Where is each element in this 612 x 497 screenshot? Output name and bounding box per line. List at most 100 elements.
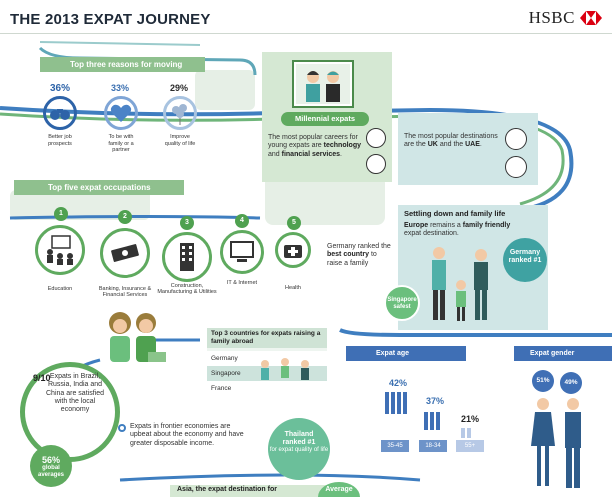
age-3-candles	[461, 428, 471, 438]
reason-2-label: To be with family or a partner	[108, 134, 134, 153]
dest-text-pre: The most popular destinations are the	[404, 133, 498, 149]
occupations-heading: Top five expat occupations	[14, 180, 184, 195]
germany-text-post: to raise a family	[327, 251, 377, 267]
occupation-3-number: 3	[180, 216, 194, 230]
candle	[436, 412, 440, 430]
occupation-5-circle	[275, 232, 311, 268]
brand-name: HSBC	[528, 8, 575, 27]
dest-text-uk: UK	[427, 141, 438, 149]
country-row-3: France	[207, 381, 327, 396]
age-1-range: 35-45	[381, 440, 409, 452]
candle	[424, 412, 428, 430]
satisfaction-circle	[20, 362, 120, 462]
reason-3-label: Improve quality of life	[164, 134, 196, 147]
destinations-text: The most popular destinations are the UK…	[404, 133, 504, 150]
thailand-line1: Thailand	[284, 431, 314, 438]
male-pct: 49%	[560, 372, 582, 394]
occupation-2-label: Banking, Insurance & Financial Services	[98, 286, 152, 299]
money-icon	[111, 244, 139, 262]
occupation-4-number: 4	[235, 214, 249, 228]
age-2-pct: 37%	[426, 396, 445, 406]
millennial-text-tech: technology	[323, 142, 361, 150]
singapore-badge-line2: safest	[393, 304, 411, 310]
millennial-text-finance: financial services	[281, 150, 340, 158]
banknote-icon	[366, 154, 386, 174]
candle	[391, 392, 395, 414]
heart-icon	[110, 104, 132, 122]
candle	[430, 412, 434, 430]
female-pct: 51%	[532, 370, 554, 392]
age-3-range: 55+	[456, 440, 484, 452]
asia-panel	[170, 485, 340, 497]
germany-family-text: Germany ranked the best country to raise…	[327, 243, 393, 268]
occupation-3-circle	[162, 232, 212, 282]
settling-text: Europe remains a family friendly expat d…	[404, 222, 514, 239]
reason-3-circle	[163, 96, 197, 130]
global-average-badge: 56% global averages	[30, 445, 72, 487]
reason-1-circle	[43, 96, 77, 130]
germany-badge-line2: ranked #1	[508, 257, 542, 264]
occupation-1-label: Education	[47, 286, 73, 292]
occupation-4-label: IT & Internet	[226, 280, 258, 286]
satisfaction-ratio: 9/10	[33, 373, 51, 383]
settling-title: Settling down and family life	[404, 209, 506, 218]
germany-ranked-badge: Germany ranked #1	[503, 238, 547, 282]
reason-1-label: Better job prospects	[48, 134, 72, 147]
countries-heading: Top 3 countries for expats raising a fam…	[207, 328, 327, 348]
age-1-pct: 42%	[389, 378, 408, 388]
building-icon	[180, 243, 194, 271]
computer-icon	[230, 241, 254, 262]
age-heading: Expat age	[346, 346, 466, 361]
dest-text-mid: and the	[437, 141, 466, 149]
frontier-text: Expats in frontier economies are upbeat …	[130, 423, 244, 447]
millennial-text: The most popular careers for young expat…	[268, 134, 364, 159]
candle	[397, 392, 401, 414]
singapore-badge-line1: Singapore	[387, 297, 417, 303]
global-label: global averages	[37, 465, 65, 478]
uk-map-icon	[505, 128, 527, 150]
path-dot	[118, 424, 126, 432]
dest-text-post: .	[479, 141, 482, 149]
reason-1-pct: 36%	[50, 83, 71, 94]
thailand-badge: Thailand ranked #1 for expat quality of …	[268, 418, 330, 480]
uae-map-icon	[505, 156, 527, 178]
occupation-4-circle	[220, 230, 264, 274]
age-3-pct: 21%	[461, 414, 480, 424]
couple-money-illustration	[109, 312, 166, 362]
occupation-3-label: Construction, Manufacturing & Utilities	[157, 283, 217, 296]
reason-2-circle	[104, 96, 138, 130]
germany-text-pre: Germany ranked the	[327, 243, 391, 250]
settling-text-family: family friendly	[462, 222, 511, 229]
reason-2-pct: 33%	[111, 83, 130, 93]
occupation-5-label: Health	[285, 285, 301, 291]
millennial-title: Millennial expats	[281, 112, 369, 126]
classroom-icon	[47, 235, 73, 265]
occupation-1-circle	[35, 225, 85, 275]
age-2-range: 18-34	[419, 440, 447, 452]
germany-badge-line1: Germany	[509, 249, 541, 256]
occupation-1-number: 1	[54, 207, 68, 221]
hsbc-logo: HSBC	[529, 8, 602, 28]
family-illustration	[432, 247, 488, 321]
germany-text-best: best country	[327, 251, 370, 259]
thailand-line3: for expat quality of life	[269, 447, 329, 453]
age-2-candles	[424, 412, 440, 430]
average-badge: Average	[318, 482, 360, 497]
millennial-text-post: .	[340, 150, 342, 158]
header-divider	[0, 33, 612, 34]
young-couple-icon	[296, 64, 350, 104]
millennial-text-pre: The most popular careers for young expat…	[268, 134, 358, 150]
gender-heading: Expat gender	[514, 346, 612, 361]
millennial-photo	[292, 60, 354, 108]
occupation-5-number: 5	[287, 216, 301, 230]
gender-figures	[531, 398, 581, 488]
reason-3-pct: 29%	[170, 83, 189, 93]
binoculars-icon	[50, 109, 70, 120]
age-1-candles	[385, 392, 407, 414]
global-pct: 56%	[41, 455, 60, 465]
balloons-icon	[172, 104, 187, 125]
dest-text-uae: UAE	[465, 141, 480, 149]
medical-bag-icon	[284, 245, 302, 258]
candle	[385, 392, 389, 414]
children-illustration	[261, 358, 309, 380]
